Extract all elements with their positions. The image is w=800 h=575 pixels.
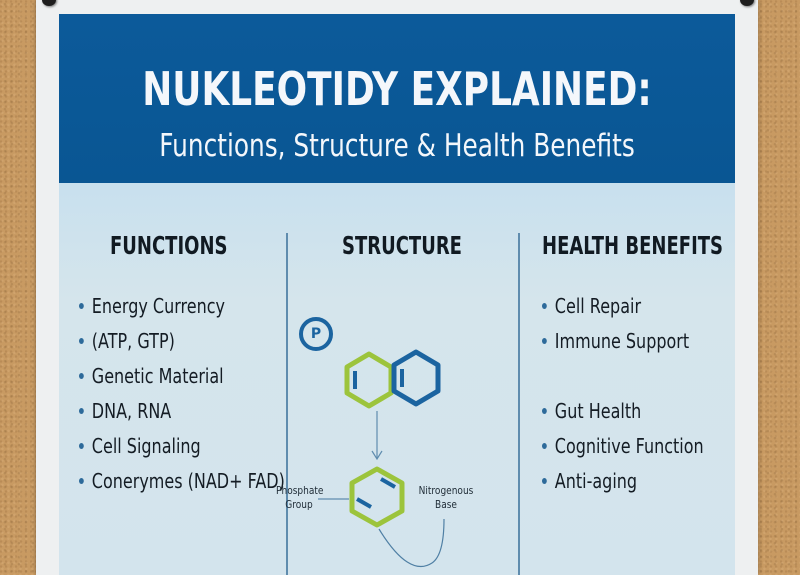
poster-body: FUNCTIONS Energy Currency (ATP, GTP) Gen… — [59, 183, 735, 575]
sugar-ring-icon — [344, 351, 394, 409]
nitrogenous-base-label: Nitrogenous Base — [418, 484, 474, 511]
list-item: Cognitive Function — [542, 434, 704, 458]
list-item: Gut Health — [542, 399, 641, 423]
phosphate-icon — [299, 317, 333, 351]
bullet-icon — [542, 477, 547, 484]
phosphate-group-label: Phosphate Group — [276, 484, 324, 511]
arrow-down-icon — [371, 411, 383, 461]
push-pin-icon — [740, 0, 754, 6]
bullet-icon — [79, 407, 84, 414]
nucleotide-structure-diagram — [299, 317, 445, 568]
column-divider — [286, 233, 288, 575]
poster-title: NUKLEOTIDY EXPLAINED: — [142, 62, 652, 116]
bullet-icon — [542, 407, 547, 414]
nucleotide-ring-icon — [349, 466, 405, 528]
push-pin-icon — [42, 0, 56, 6]
list-item: Immune Support — [542, 329, 689, 353]
structure-heading: STRUCTURE — [342, 231, 462, 260]
list-item: (ATP, GTP) — [79, 329, 175, 353]
functions-heading: FUNCTIONS — [110, 231, 228, 260]
bullet-icon — [542, 302, 547, 309]
column-divider — [518, 233, 520, 575]
list-item: Anti-aging — [542, 469, 637, 493]
list-item: Genetic Material — [79, 364, 224, 388]
bullet-icon — [79, 337, 84, 344]
base-ring-icon — [391, 349, 441, 407]
list-item: Energy Currency — [79, 294, 225, 318]
poster-header: NUKLEOTIDY EXPLAINED: Functions, Structu… — [59, 14, 735, 183]
list-item: Conerymes (NAD+ FAD) — [79, 469, 285, 493]
bullet-icon — [79, 302, 84, 309]
bullet-icon — [542, 442, 547, 449]
bullet-icon — [79, 442, 84, 449]
poster: NUKLEOTIDY EXPLAINED: Functions, Structu… — [36, 0, 758, 575]
list-item: Cell Signaling — [79, 434, 201, 458]
poster-subtitle: Functions, Structure & Health Benefits — [159, 128, 635, 164]
base-connector — [378, 518, 445, 568]
phosphate-symbol: P — [310, 326, 322, 342]
bullet-icon — [79, 477, 84, 484]
health-benefits-heading: HEALTH BENEFITS — [542, 231, 724, 260]
bullet-icon — [542, 337, 547, 344]
bullet-icon — [79, 372, 84, 379]
list-item: Cell Repair — [542, 294, 641, 318]
list-item: DNA, RNA — [79, 399, 171, 423]
